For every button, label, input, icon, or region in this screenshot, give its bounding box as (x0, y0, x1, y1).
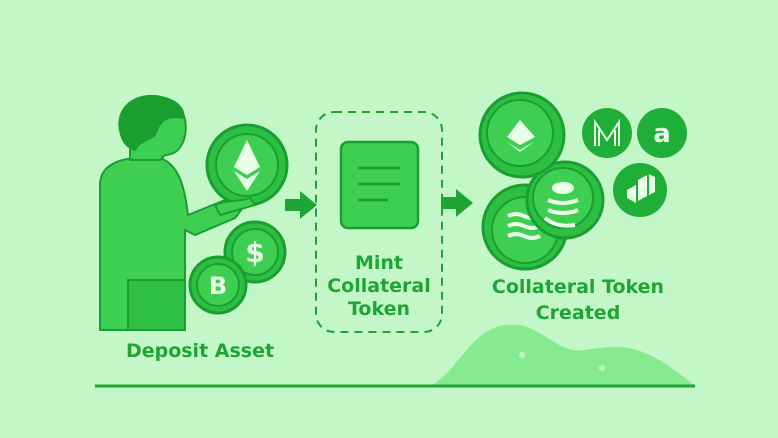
ethereum-coin (205, 123, 289, 207)
ethereum-icon (234, 140, 260, 191)
b-symbol: B (209, 272, 227, 300)
compound-coin (613, 163, 667, 217)
hill-shape (430, 324, 695, 386)
stack-coin (525, 160, 605, 240)
mint-label-line3: Token (347, 298, 411, 320)
mint-label-line1: Mint (354, 252, 404, 274)
ethereum-coin-large (478, 91, 566, 179)
aave-coin: a (637, 108, 687, 158)
arrow-right-icon (285, 191, 317, 219)
b-coin: B (188, 255, 248, 315)
aave-symbol: a (653, 119, 671, 149)
maker-icon (594, 118, 620, 146)
created-label-line2: Created (535, 302, 621, 324)
mint-dashed-box (315, 111, 443, 333)
mint-label-line2: Collateral (327, 275, 431, 297)
dollar-symbol: $ (245, 236, 264, 269)
created-label: Collateral Token Created (468, 274, 688, 326)
deposit-asset-label: Deposit Asset (125, 340, 275, 362)
arrow-right-icon (441, 189, 473, 217)
document-icon (339, 140, 420, 230)
ethereum-icon (507, 120, 535, 152)
person-illustration (99, 94, 247, 331)
mint-label: Mint Collateral Token (316, 252, 442, 321)
created-label-line1: Collateral Token (491, 276, 665, 298)
compound-icon (627, 174, 655, 203)
maker-coin (582, 108, 632, 158)
stack-icon (543, 182, 579, 228)
